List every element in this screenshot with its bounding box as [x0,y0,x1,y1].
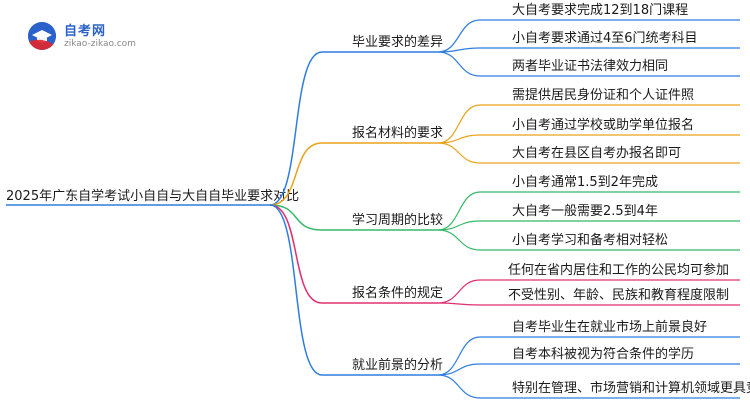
leaf-connector [437,279,481,304]
leaf-topic: 大自考在县区自考办报名即可 [512,145,681,161]
mortarboard-icon [28,22,56,50]
leaf-connector [437,104,481,144]
leaf-connector [437,19,481,53]
leaf-connector [437,142,481,164]
branch-connector [269,204,323,231]
leaf-connector [437,374,481,399]
leaf-topic: 大自考要求完成12到18门课程 [512,3,688,18]
root-topic: 2025年广东自学考试小自自与大自自毕业要求对比 [6,188,299,204]
leaf-topic: 自考本科被视为符合条件的学历 [512,346,694,362]
leaf-connector [437,363,481,376]
leaf-topic: 两者毕业证书法律效力相同 [512,59,668,74]
leaf-topic: 需提供居民身份证和个人证件照 [512,87,694,103]
leaf-topic: 自考毕业生在就业市场上前景良好 [512,319,707,335]
leaf-topic: 小自考通过学校或助学单位报名 [512,117,694,133]
leaf-topic: 小自考通常1.5到2年完成 [512,175,658,190]
leaf-connector [437,47,481,53]
leaf-connector [437,336,481,376]
logo-title: 自考网 [64,24,107,39]
leaf-topic: 大自考一般需要2.5到4年 [512,203,658,219]
branch-topic: 就业前景的分析 [352,357,443,373]
leaf-topic: 特别在管理、市场营销和计算机领域更具竞争力 [512,380,750,396]
leaf-topic: 小自考要求通过4至6门统考科目 [512,31,698,46]
branch-connector [269,142,323,206]
site-logo[interactable]: 自考网 zikao-zikao.com [28,18,148,58]
branch-connector [269,204,323,376]
leaf-connector [437,220,481,231]
leaf-topic: 不受性别、年龄、民族和教育程度限制 [508,287,729,303]
leaf-connector [437,229,481,251]
branch-topic: 学习周期的比较 [352,212,443,228]
branch-connector [269,51,323,206]
leaf-topic: 任何在省内居住和工作的公民均可参加 [508,262,729,278]
branch-connector [269,204,323,304]
branch-topic: 毕业要求的差异 [352,34,443,50]
branch-topic: 报名条件的规定 [352,285,443,301]
leaf-connector [437,302,481,306]
logo-url: zikao-zikao.com [64,39,136,49]
leaf-topic: 小自考学习和备考相对轻松 [512,232,668,248]
branch-topic: 报名材料的要求 [352,125,443,141]
leaf-connector [437,191,481,231]
leaf-connector [437,51,481,77]
